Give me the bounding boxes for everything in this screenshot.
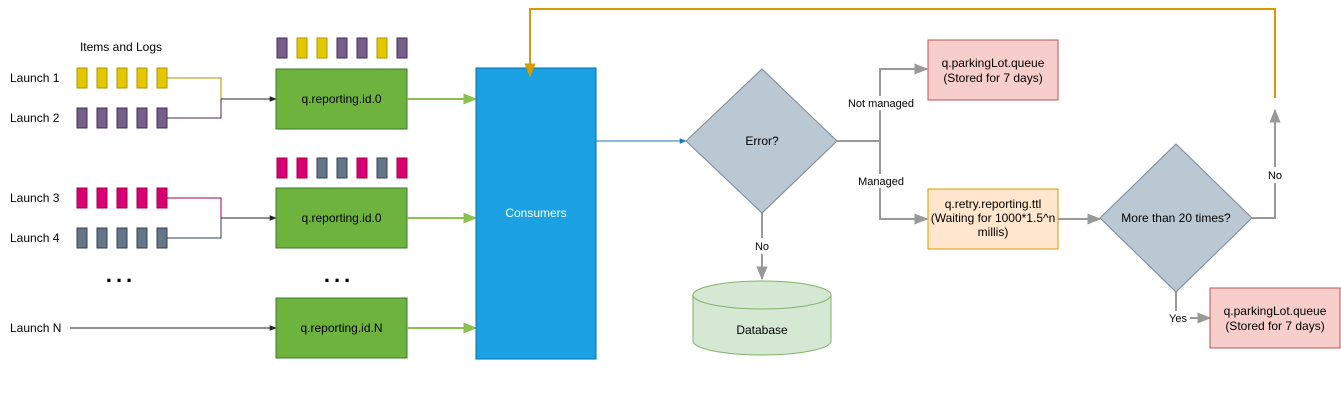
items-and-logs-label: Items and Logs bbox=[80, 40, 162, 54]
launch-2-messages bbox=[76, 107, 168, 129]
queue-2-messages bbox=[276, 157, 408, 179]
queue-box-1: q.reporting.id.0 bbox=[275, 68, 408, 130]
edge-label-no-loop: No bbox=[1268, 170, 1282, 182]
retry-feedback-line bbox=[524, 8, 1276, 98]
not-managed-arrow bbox=[879, 63, 929, 141]
parking-lot-box-bottom: q.parkingLot.queue (Stored for 7 days) bbox=[1209, 287, 1341, 349]
parking-top-line2: (Stored for 7 days) bbox=[943, 71, 1042, 85]
error-decision: Error? bbox=[685, 68, 838, 214]
retry-line1: q.retry.reporting.ttl bbox=[945, 197, 1041, 211]
retry-box: q.retry.reporting.ttl (Waiting for 1000*… bbox=[927, 188, 1059, 250]
database-cylinder: Database bbox=[692, 280, 832, 356]
queue-1-label: q.reporting.id.0 bbox=[301, 92, 381, 106]
more-than-20-label: More than 20 times? bbox=[1121, 211, 1231, 225]
managed-arrow bbox=[879, 141, 929, 225]
launch-1-messages bbox=[76, 67, 168, 89]
parking-top-line1: q.parkingLot.queue bbox=[942, 56, 1045, 70]
queues-ellipsis: ... bbox=[324, 262, 354, 287]
queue-2-label: q.reporting.id.0 bbox=[301, 211, 381, 225]
launch-3-messages bbox=[76, 187, 168, 209]
retry-line2: (Waiting for 1000*1.5^n bbox=[931, 211, 1056, 225]
managed-label-bg bbox=[853, 174, 909, 188]
launches-ellipsis: ... bbox=[106, 262, 136, 287]
queue-n-label: q.reporting.id.N bbox=[300, 321, 382, 335]
launch-3-connector bbox=[167, 197, 222, 218]
launch-4-connector bbox=[167, 218, 222, 239]
launch-2-label: Launch 2 bbox=[10, 111, 60, 125]
queue-box-n: q.reporting.id.N bbox=[275, 297, 408, 359]
edge-label-no-db: No bbox=[755, 241, 769, 253]
not-managed-label-bg bbox=[846, 96, 916, 110]
parking-bottom-line2: (Stored for 7 days) bbox=[1225, 319, 1324, 333]
no-loop-arrow bbox=[1252, 108, 1281, 219]
no-db-label-bg bbox=[752, 238, 772, 254]
launch-1-label: Launch 1 bbox=[10, 71, 60, 85]
parking-lot-box-top: q.parkingLot.queue (Stored for 7 days) bbox=[927, 39, 1059, 101]
consumers-box: Consumers bbox=[475, 67, 597, 360]
launch-4-label: Launch 4 bbox=[10, 231, 60, 245]
launch-n-label: Launch N bbox=[10, 321, 61, 335]
consumers-label: Consumers bbox=[505, 206, 566, 220]
more-than-20-decision: More than 20 times? bbox=[1099, 143, 1253, 293]
retry-line3: millis) bbox=[978, 225, 1009, 239]
edge-label-not-managed: Not managed bbox=[848, 98, 914, 110]
launch-2-connector bbox=[167, 99, 222, 119]
queue-box-2: q.reporting.id.0 bbox=[275, 187, 408, 249]
error-decision-label: Error? bbox=[745, 134, 779, 148]
yes-label-bg bbox=[1166, 311, 1190, 325]
launch-1-connector bbox=[167, 77, 222, 99]
no-loop-label-bg bbox=[1265, 167, 1285, 183]
edge-label-managed: Managed bbox=[858, 176, 904, 188]
queue-1-messages bbox=[276, 37, 408, 59]
launch-3-label: Launch 3 bbox=[10, 191, 60, 205]
launch-4-messages bbox=[76, 227, 168, 249]
edge-label-yes: Yes bbox=[1169, 313, 1187, 325]
database-label: Database bbox=[736, 323, 788, 337]
parking-bottom-line1: q.parkingLot.queue bbox=[1224, 304, 1327, 318]
